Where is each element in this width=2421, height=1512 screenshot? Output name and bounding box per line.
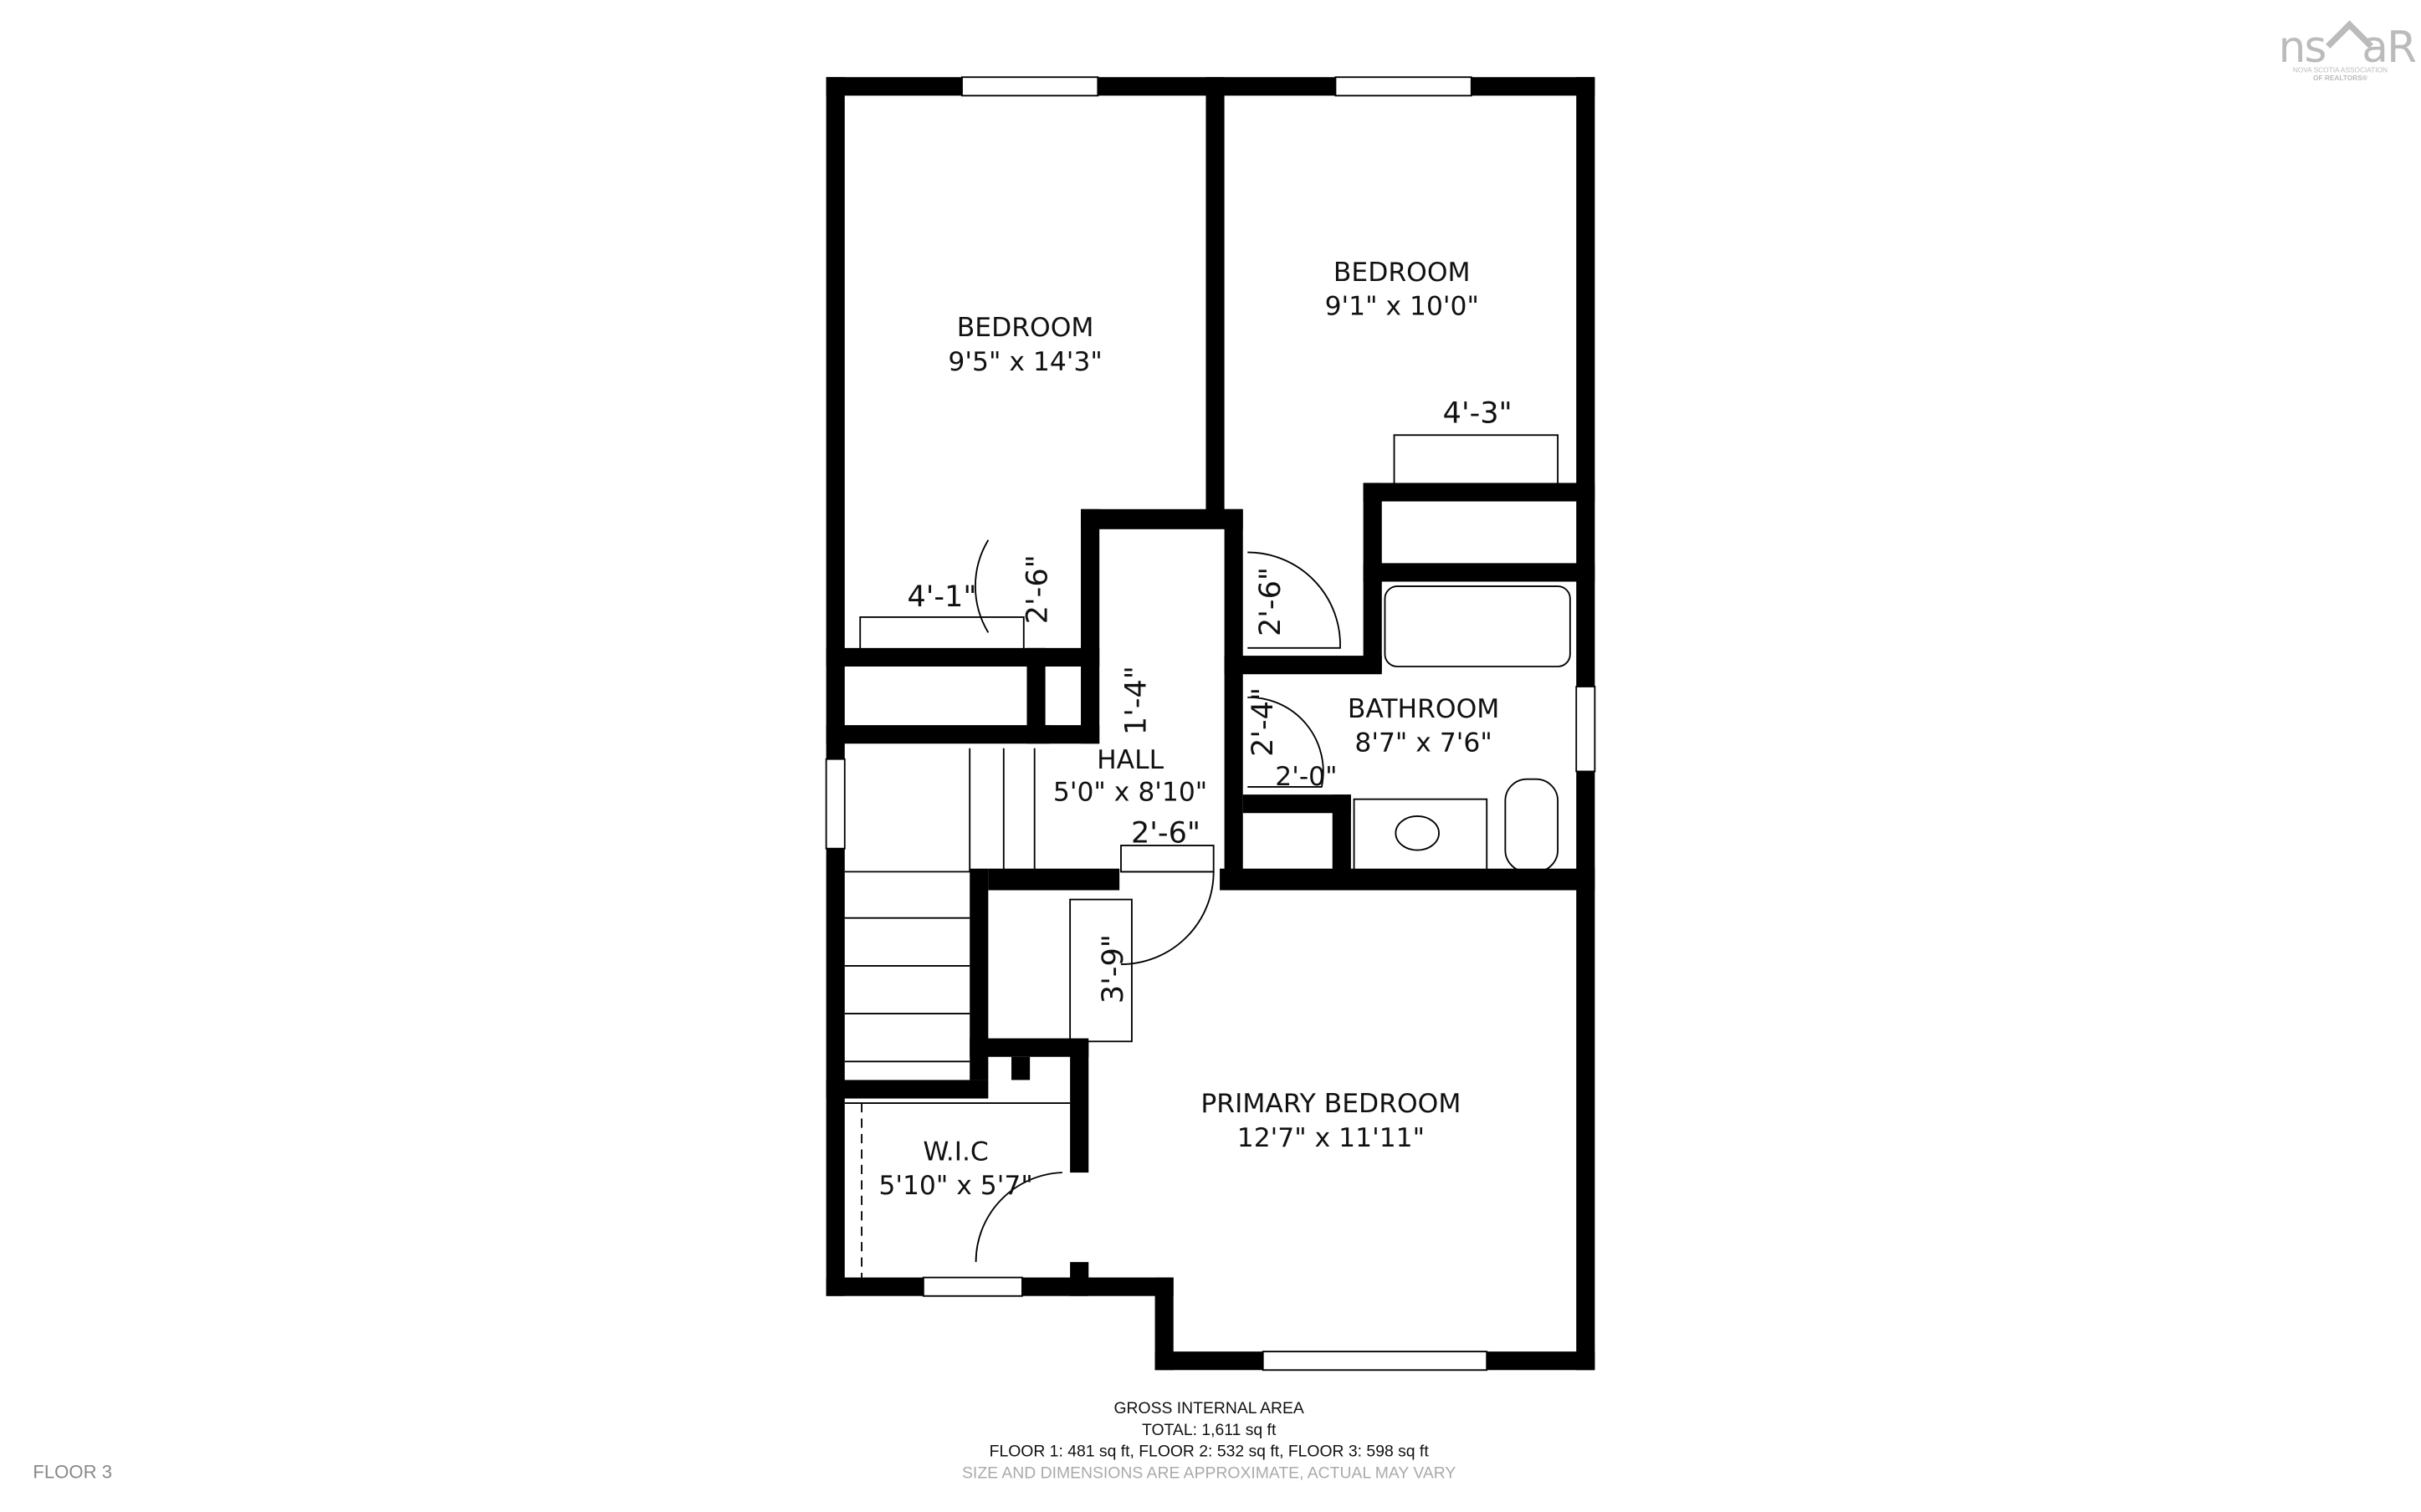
area-summary: GROSS INTERNAL AREA TOTAL: 1,611 sq ft F… [962,1399,1456,1482]
room-name: W.I.C [923,1137,989,1167]
dimension-label: 3'-9" [1096,934,1130,1004]
closet-door-left [859,616,1025,652]
stairs [844,748,1036,1063]
dimension-label: 2'-6" [1020,554,1054,624]
bathtub [1384,585,1571,667]
room-size: 5'0" x 8'10" [1053,778,1207,808]
door-swing [1247,696,1324,788]
windows [825,76,1596,1372]
room-name: BEDROOM [1333,258,1471,288]
room-size: 9'1" x 10'0" [1325,291,1479,321]
door-swing [1247,551,1341,649]
closet-door-right [1393,434,1559,486]
dimension-label: 1'-4" [1119,666,1154,735]
room-name: BEDROOM [957,313,1094,343]
svg-text:NOVA SCOTIA ASSOCIATION: NOVA SCOTIA ASSOCIATION [2293,66,2388,74]
dimension-label: 2'-0" [1275,762,1337,792]
door-swing [975,1172,1062,1263]
svg-text:aR: aR [2362,23,2416,73]
dimension-label: 4'-1" [907,580,976,614]
room-size: 9'5" x 14'3" [948,347,1102,377]
dimension-label: 2'-6" [1253,567,1287,636]
area-title: GROSS INTERNAL AREA [1113,1399,1303,1418]
room-size: 5'10" x 5'7" [878,1171,1032,1201]
room-name: BATHROOM [1348,694,1499,724]
dimension-labels: 4'-3" 4'-1" 2'-6" 2'-6" 1'-4" 2'-4" 2'-0… [907,396,1512,1004]
floor-label: FLOOR 3 [33,1461,112,1482]
room-size: 12'7" x 11'11" [1237,1123,1425,1153]
area-total: TOTAL: 1,611 sq ft [1142,1421,1277,1439]
room-size: 8'7" x 7'6" [1354,728,1492,758]
room-labels: BEDROOM 9'5" x 14'3" BEDROOM 9'1" x 10'0… [878,258,1499,1201]
dimension-label: 2'-4" [1246,687,1280,757]
dimension-label: 4'-3" [1443,396,1512,431]
door-swing [974,539,990,633]
toilet [1504,778,1559,873]
dimension-label: 2'-6" [1131,815,1200,850]
svg-text:OF REALTORS®: OF REALTORS® [2313,74,2367,82]
room-name: PRIMARY BEDROOM [1200,1089,1461,1119]
room-name: HALL [1097,745,1164,775]
nsar-logo: ns aR NOVA SCOTIA ASSOCIATION OF REALTOR… [2279,20,2418,82]
svg-text:ns: ns [2279,23,2326,73]
sink [1395,815,1440,851]
door-swing [1120,871,1215,965]
fixtures [844,434,1571,1278]
closet-door-primary [1069,898,1133,1043]
area-floors: FLOOR 1: 481 sq ft, FLOOR 2: 532 sq ft, … [990,1443,1430,1461]
disclaimer: SIZE AND DIMENSIONS ARE APPROXIMATE, ACT… [962,1463,1456,1482]
